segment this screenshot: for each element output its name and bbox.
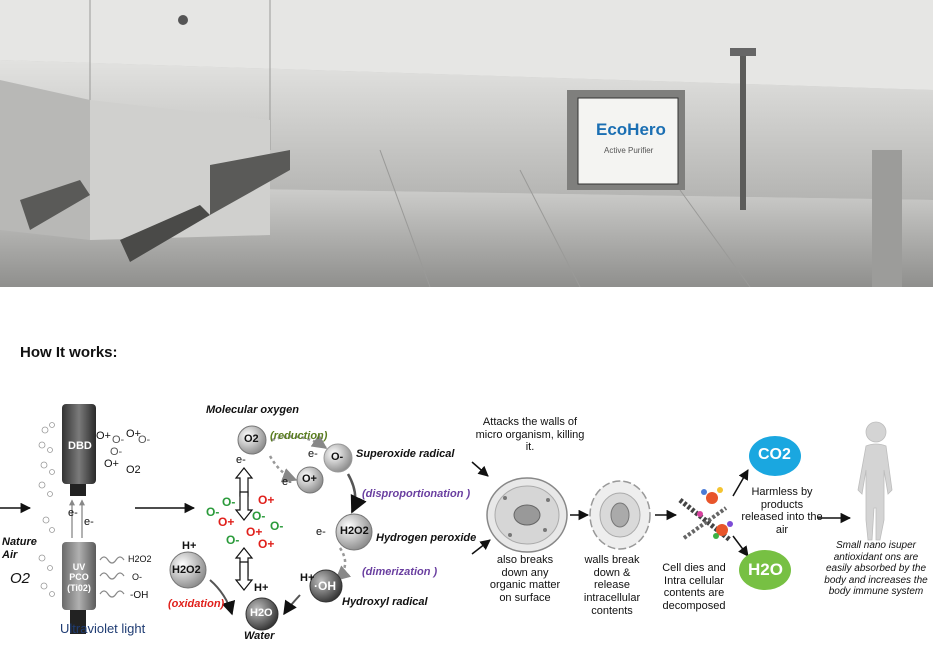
o2-label: O2 — [10, 570, 31, 587]
o-plus-label: O+ — [302, 473, 317, 485]
ion-label: O- — [110, 446, 123, 458]
h2o2-molecule-label: H2O2 — [172, 564, 201, 576]
ion-cluster-label: O- — [222, 495, 236, 509]
h2o-molecule-label: H2O — [250, 607, 273, 619]
hydroxyl-radical-label: Hydroxyl radical — [342, 596, 428, 608]
co2-bubble-label: CO2 — [758, 446, 791, 463]
ion-cluster-label: O- — [252, 509, 266, 523]
disproportionation-label: (disproportionation ) — [362, 488, 471, 500]
ion-label: O- — [138, 434, 151, 446]
ion-cluster-label: O- — [270, 519, 284, 533]
electron-label: e- — [236, 454, 246, 466]
ion-label: O- — [112, 434, 125, 446]
molecular-oxygen-label: Molecular oxygen — [206, 404, 299, 416]
superoxide-radical-label: Superoxide radical — [356, 448, 455, 460]
h-plus-label: H+ — [254, 582, 269, 594]
ion-cluster-label: O- — [206, 505, 220, 519]
ion-label: O+ — [96, 430, 111, 442]
ion-cluster-label: O+ — [258, 493, 275, 507]
device-caption: Active Purifier — [604, 146, 654, 155]
ultraviolet-light-label: Ultraviolet light — [60, 621, 146, 636]
ion-label: O2 — [126, 464, 141, 476]
pco-oh-label: -OH — [130, 590, 149, 601]
uv-pco-label: UV PCO (Ti02) — [67, 562, 91, 593]
page-title: How It works: — [20, 344, 118, 361]
h2o-bubble-label: H2O — [748, 560, 783, 579]
nature-air-label: Nature Air — [2, 536, 37, 561]
cell-dies-text: Cell dies and Intra cellular contents ar… — [662, 562, 726, 612]
absorbed-text: Small nano isuper antioxidant ons are ea… — [824, 540, 928, 597]
electron-label: e- — [316, 526, 326, 538]
walls-break-text: walls break down & release intracellular… — [583, 554, 641, 617]
pco-h2o2-label: H2O2 — [128, 554, 152, 564]
dbd-label: DBD — [68, 440, 92, 452]
reduction-label: (reduction) — [270, 430, 328, 442]
also-breaks-text: also breaks down any organic matter on s… — [489, 554, 561, 604]
ion-cluster-label: O+ — [258, 537, 275, 551]
o-minus-label: O- — [331, 451, 344, 463]
electron-label: e- — [84, 516, 94, 528]
dimerization-label: (dimerization ) — [362, 566, 438, 578]
electron-label: e- — [68, 507, 78, 519]
h-plus-label: H+ — [300, 572, 315, 584]
electron-label: e- — [282, 476, 292, 488]
ion-cluster-label: O+ — [218, 515, 235, 529]
electron-label: e- — [308, 448, 318, 460]
ion-cluster-label: O- — [226, 533, 240, 547]
hvac-duct-photo: EcoHero Active Purifier — [0, 0, 933, 287]
ion-label: O+ — [126, 428, 141, 440]
device-brand: EcoHero — [596, 120, 666, 139]
h-plus-label: H+ — [182, 540, 197, 552]
duct-illustration — [0, 0, 933, 287]
ion-cluster-label: O+ — [246, 525, 263, 539]
attacks-walls-text: Attacks the walls of micro organism, kil… — [475, 416, 585, 454]
hydrogen-peroxide-label: Hydrogen peroxide — [376, 532, 477, 544]
diagram-graphics — [0, 404, 893, 634]
pco-o-label: O- — [132, 572, 142, 582]
hydroxyl-molecule-label: ·OH — [314, 579, 336, 593]
o2-molecule-label: O2 — [244, 433, 259, 445]
oxidation-label: (oxidation) — [168, 598, 225, 610]
h2o2-molecule-label: H2O2 — [340, 525, 369, 537]
harmless-text: Harmless by products released into the a… — [741, 486, 823, 536]
water-label: Water — [244, 630, 275, 642]
ion-label: O+ — [104, 458, 119, 470]
